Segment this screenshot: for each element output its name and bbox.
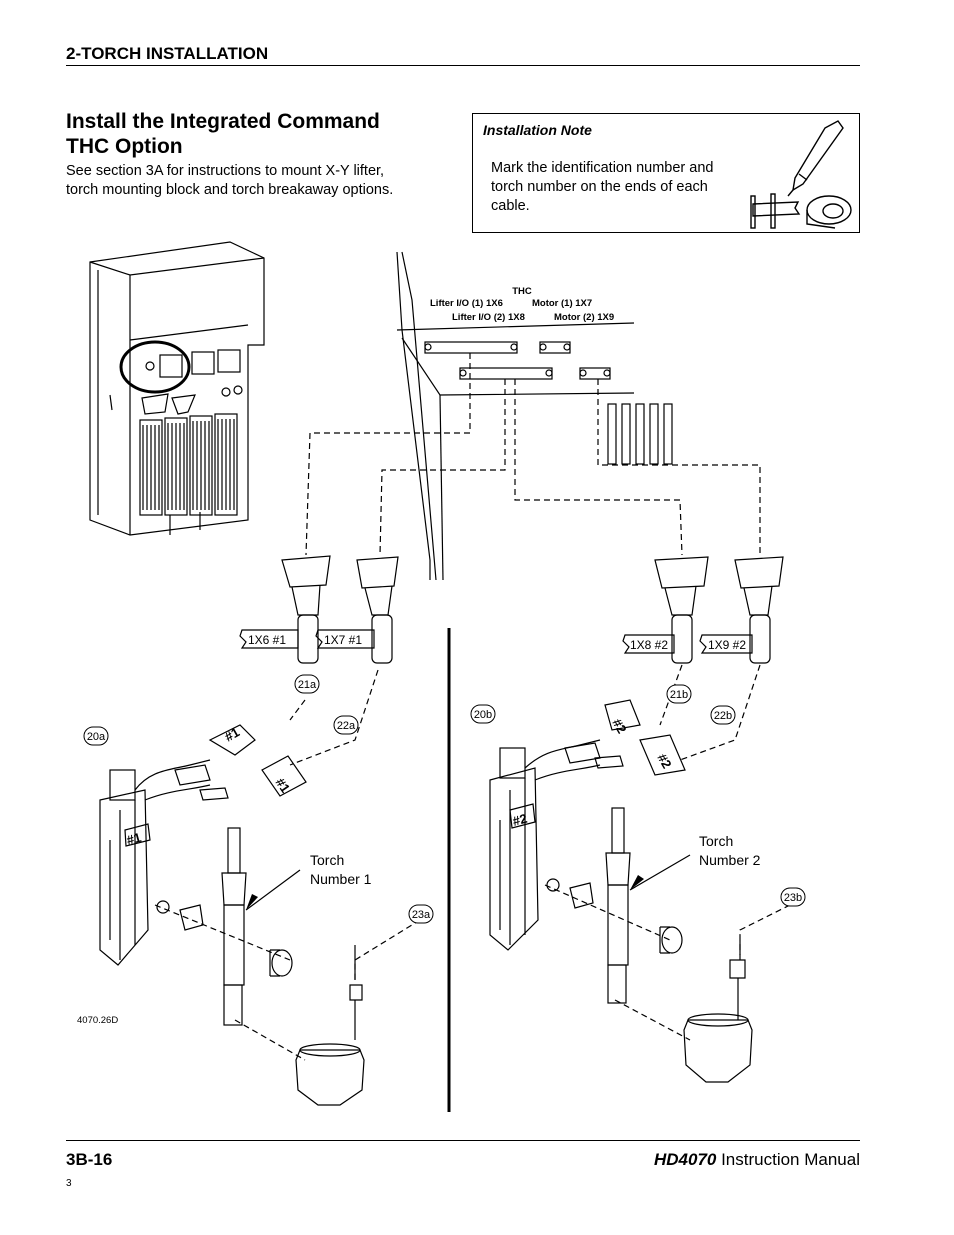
torch-1-label-line1: Torch	[310, 852, 344, 868]
manual-title: HD4070 Instruction Manual	[654, 1150, 860, 1170]
pen-and-tape-icon	[750, 120, 852, 229]
callout-23b: 23b	[784, 892, 802, 904]
mark-2-a: #2	[609, 716, 629, 736]
torch-2	[605, 807, 753, 1083]
torch-2-label-line1: Torch	[699, 833, 733, 849]
section-header: 2-TORCH INSTALLATION	[66, 44, 269, 63]
title-line-2: THC Option	[66, 135, 183, 158]
note-text: Mark the identification number and torch…	[491, 160, 714, 214]
callout-20a: 20a	[87, 731, 106, 743]
torch-1-label-line2: Number 1	[310, 871, 372, 887]
torch-2-label-line2: Number 2	[699, 852, 761, 868]
sub-page-number: 3	[66, 1178, 72, 1189]
callout-22b: 22b	[714, 710, 732, 722]
installation-note-box: Installation Note Mark the identificatio…	[472, 113, 860, 233]
power-supply-cabinet	[89, 241, 265, 536]
footer-rule	[66, 1140, 860, 1141]
mark-1-a: #1	[222, 724, 242, 744]
mark-2-lifter: #2	[511, 811, 529, 829]
callout-markers	[83, 674, 806, 924]
callout-22a: 22a	[337, 720, 356, 732]
callout-labels: 21a 22a 20a 23a 20b 21b 22b 23b	[87, 679, 802, 921]
lifter-1	[99, 724, 307, 977]
lifter-2	[489, 699, 686, 954]
figure-id: 4070.26D	[77, 1015, 118, 1026]
thc-title: THC	[512, 286, 532, 297]
mark-1-lifter: #1	[125, 830, 143, 848]
port-1x9-label: Motor (2) 1X9	[554, 312, 614, 323]
cable-marks: #1 #1 #1 #2 #2 #2	[125, 716, 675, 848]
callout-21a: 21a	[298, 679, 317, 691]
port-1x8-label: Lifter I/O (2) 1X8	[452, 312, 525, 323]
header-rule	[66, 65, 860, 66]
manual-name: Instruction Manual	[716, 1150, 860, 1169]
callout-20b: 20b	[474, 709, 492, 721]
title-line-1: Install the Integrated Command	[66, 110, 380, 133]
thc-enclosure	[396, 251, 673, 581]
tag-1x7: 1X7 #1	[324, 633, 362, 647]
connectors	[239, 555, 784, 664]
port-1x7-label: Motor (1) 1X7	[532, 298, 592, 309]
cable-tag-labels: 1X6 #1 1X7 #1 1X8 #2 1X9 #2	[248, 633, 746, 652]
intro-paragraph: See section 3A for instructions to mount…	[66, 163, 394, 198]
mark-2-b: #2	[654, 751, 674, 771]
tag-1x8: 1X8 #2	[630, 638, 668, 652]
thc-port-labels: THC Lifter I/O (1) 1X6 Motor (1) 1X7 Lif…	[430, 286, 614, 323]
port-1x6-label: Lifter I/O (1) 1X6	[430, 298, 503, 309]
page-title: Install the Integrated Command THC Optio…	[66, 109, 426, 159]
page-number: 3B-16	[66, 1150, 113, 1169]
tag-1x6: 1X6 #1	[248, 633, 286, 647]
torch-arrows	[246, 875, 644, 910]
note-title: Installation Note	[483, 122, 592, 138]
cable-routes	[154, 353, 791, 1061]
callout-23a: 23a	[412, 909, 431, 921]
torch-1	[221, 827, 365, 1106]
torch-labels: Torch Number 1 Torch Number 2	[310, 833, 761, 887]
mark-1-b: #1	[273, 775, 294, 795]
tag-1x9: 1X9 #2	[708, 638, 746, 652]
model-name: HD4070	[653, 1150, 717, 1169]
callout-21b: 21b	[670, 689, 688, 701]
